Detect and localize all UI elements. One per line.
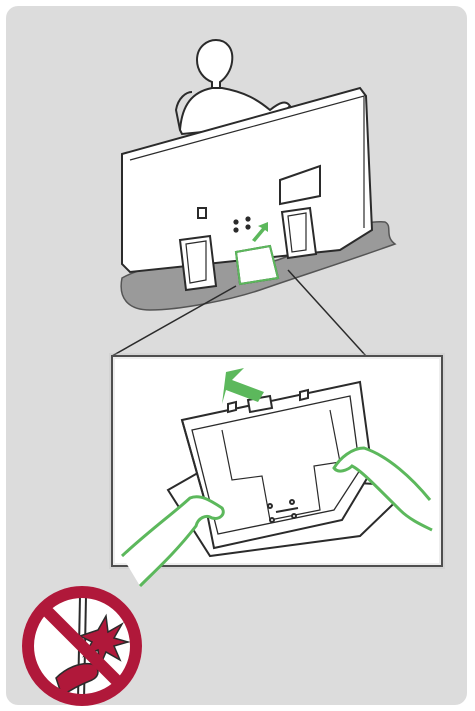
no-hand-pinch-icon: [22, 586, 142, 706]
